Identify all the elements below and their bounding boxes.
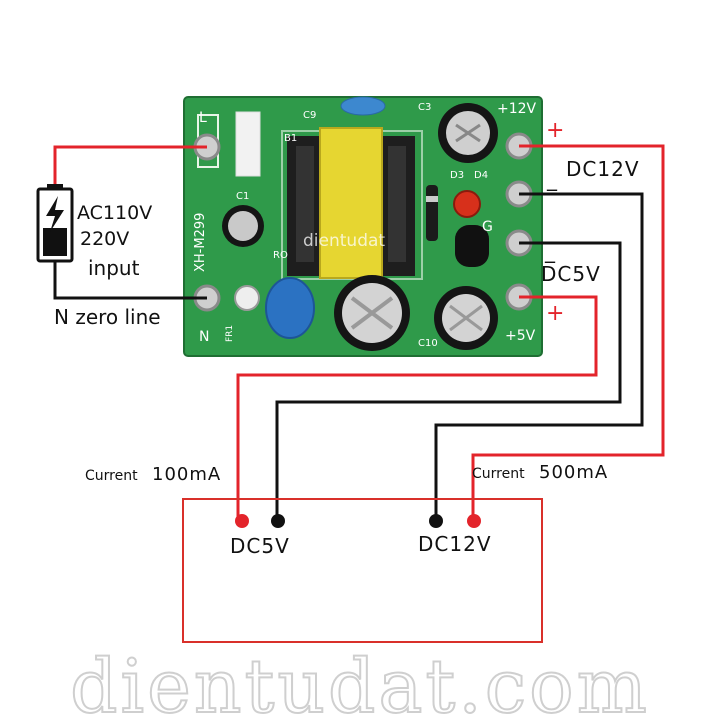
- dc12-plus-sign: +: [546, 118, 564, 143]
- board-overlay-brand: dientudat: [303, 231, 385, 251]
- wire-12v-positive: [471, 144, 665, 520]
- c1-capacitor: [222, 205, 264, 247]
- fuse-resistor: [234, 285, 260, 311]
- pin-label-12v: +12V: [497, 101, 537, 117]
- pin-label-g: G: [482, 219, 493, 235]
- transformer: [287, 127, 415, 279]
- main-capacitor: [334, 275, 410, 351]
- c9-capacitor: [340, 96, 386, 116]
- silk-c10: C10: [418, 338, 438, 349]
- dc5-label: DC5V: [541, 262, 601, 286]
- terminal-12v-negative: [429, 514, 443, 528]
- x-capacitor: [265, 277, 315, 339]
- source-voltage-1: AC110V: [77, 202, 152, 224]
- wire-5v-positive: [236, 295, 598, 520]
- pin-label-5v: +5V: [505, 328, 536, 344]
- current-12v-value: 500mA: [539, 462, 608, 483]
- voltage-regulator: [455, 225, 489, 267]
- terminal-5v-positive: [235, 514, 249, 528]
- source-voltage-2: 220V: [80, 228, 129, 250]
- dc12-label: DC12V: [566, 157, 640, 181]
- dc5-plus-sign: +: [546, 301, 564, 326]
- lightning-icon: [46, 196, 64, 232]
- current-5v-value: 100mA: [152, 464, 221, 485]
- pin-label-l: L: [199, 110, 207, 126]
- wire-5v-ground: [275, 241, 622, 520]
- source-neutral-label: N zero line: [54, 305, 161, 329]
- current-5v-word: Current: [85, 468, 138, 484]
- silk-ro: RO: [273, 250, 288, 261]
- source-input-label: input: [88, 256, 140, 280]
- silk-d3: D3: [450, 170, 464, 181]
- silk-c9: C9: [303, 110, 316, 121]
- dc12-minus-sign: _: [546, 167, 558, 191]
- ac-source: [36, 184, 74, 263]
- terminal-12v-label: DC12V: [418, 532, 492, 556]
- wire-12v-ground: [434, 192, 644, 520]
- wires: [53, 144, 665, 520]
- diode: [426, 185, 438, 241]
- pcb-board: L N +12V G +5V XH-M299 C9 C3 B1 C1 D3 D4…: [183, 96, 543, 357]
- wire-line-input: [53, 145, 207, 187]
- pin-label-n: N: [199, 329, 209, 345]
- terminal-5v-label: DC5V: [230, 534, 290, 558]
- current-12v-word: Current: [472, 466, 525, 482]
- terminal-12v-positive: [467, 514, 481, 528]
- wire-neutral: [53, 260, 207, 300]
- watermark: dientudat.com: [70, 644, 650, 720]
- dc5-minus-sign: _: [544, 239, 556, 263]
- c10-capacitor: [434, 286, 498, 350]
- silk-b1: B1: [284, 133, 297, 144]
- c3-capacitor: [438, 103, 498, 163]
- silk-fr1: FR1: [225, 325, 235, 342]
- load-box: [182, 498, 543, 643]
- led-indicator: [453, 190, 481, 218]
- silk-c1: C1: [236, 191, 249, 202]
- board-model: XH-M299: [193, 213, 208, 272]
- terminal-5v-negative: [271, 514, 285, 528]
- silk-d4: D4: [474, 170, 488, 181]
- silk-c3: C3: [418, 102, 431, 113]
